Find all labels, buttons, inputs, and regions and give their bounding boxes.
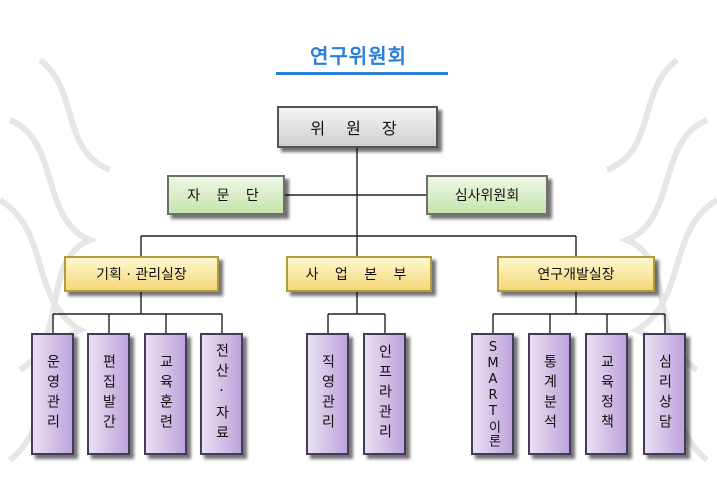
title-underline — [276, 72, 448, 75]
unit-label: 통계분석 — [541, 354, 558, 434]
unit-box-data: 전산·자료 — [200, 333, 243, 455]
unit-label: 전산·자료 — [213, 343, 230, 445]
unit-box-statistics: 통계분석 — [528, 333, 571, 455]
unit-label: 직영관리 — [319, 354, 336, 434]
business-division-box: 사 업 본 부 — [286, 256, 432, 292]
unit-box-training: 교육훈련 — [144, 333, 187, 455]
unit-box-infrastructure: 인프라관리 — [363, 333, 406, 455]
unit-label: 인프라관리 — [376, 344, 393, 444]
unit-box-operations: 운영관리 — [31, 333, 74, 455]
page-title: 연구위원회 — [310, 44, 407, 68]
advisory-box: 자 문 단 — [167, 175, 285, 215]
unit-box-publishing: 편집발간 — [87, 333, 130, 455]
unit-label: 교육정책 — [598, 354, 615, 434]
review-committee-box: 심사위원회 — [426, 175, 548, 215]
rnd-division-box: 연구개발실장 — [497, 256, 655, 292]
planning-division-box: 기획 · 관리실장 — [64, 256, 219, 292]
unit-label: 편집발간 — [100, 354, 117, 434]
unit-box-education-policy: 교육정책 — [585, 333, 628, 455]
chair-box: 위 원 장 — [277, 106, 438, 148]
unit-label: SMART이론 — [485, 340, 501, 448]
unit-label: 교육훈련 — [157, 354, 174, 434]
unit-label: 심리상담 — [656, 354, 673, 434]
unit-box-counseling: 심리상담 — [643, 333, 686, 455]
unit-label: 운영관리 — [44, 354, 61, 434]
unit-box-smart-theory: SMART이론 — [471, 333, 514, 455]
unit-box-direct-management: 직영관리 — [306, 333, 349, 455]
